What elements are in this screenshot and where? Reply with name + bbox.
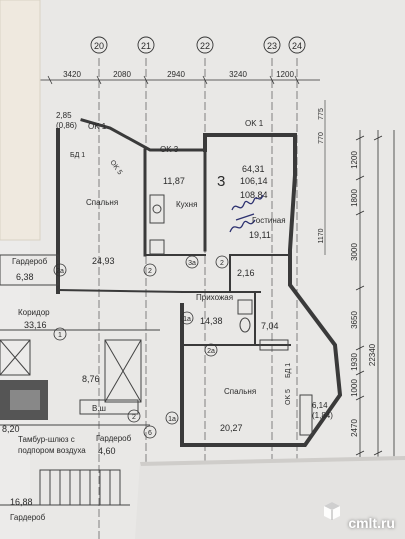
right-dimensions: 1200 1800 3000 3650 1930 1000 2470 22340: [350, 130, 395, 460]
window-ok3: OK 3: [160, 145, 179, 154]
marker-2-living: 2: [220, 260, 224, 267]
top-dimensions: 3420 2080 2940 3240 1200: [40, 70, 320, 85]
kitchen-area: 11,87: [163, 176, 185, 186]
hall-label: Прихожая: [196, 293, 233, 302]
dim-right-1: 1200: [350, 151, 359, 169]
marker-3a: 3а: [188, 260, 196, 267]
balcony-top-area: 2,85: [56, 111, 72, 120]
dim-small-1: 775: [318, 108, 325, 120]
dim-right-4: 3650: [350, 311, 359, 329]
axis-23: 23: [267, 41, 277, 51]
marker-2a-bedroom: 2а: [207, 348, 215, 355]
watermark-text: cmlt.ru: [348, 515, 395, 531]
dim-top-3: 2940: [167, 70, 185, 79]
balcony-top: 2,85 (0,86): [56, 111, 77, 130]
wardrobe-area: 6,38: [16, 272, 34, 282]
balcony-bottom-area: 6,14: [312, 401, 328, 410]
marker-2-kitchen: 2: [148, 268, 152, 275]
structure-lines: [0, 194, 313, 506]
dim-top-4: 3240: [229, 70, 247, 79]
dim-right-6: 1000: [350, 379, 359, 397]
axis-markers: 20 21 22 23 24: [90, 36, 306, 54]
dim-right-2: 1800: [350, 189, 359, 207]
vent-label: В.ш: [92, 404, 106, 413]
dim-small-2: 770: [318, 132, 325, 144]
apartment-area-living: 64,31: [242, 164, 265, 174]
watermark: [324, 502, 340, 520]
paper-overlay-left: [0, 0, 40, 240]
living-label: Гостиная: [252, 216, 286, 225]
marker-6: 6: [148, 430, 152, 437]
living-area: 19,11: [249, 230, 271, 240]
bedroom1-label: Спальня: [86, 198, 118, 207]
marker-2-lower: 2: [132, 414, 136, 421]
paper-overlay-bottom: [135, 456, 405, 539]
apartment-info: 3 64,31 106,14 108,84: [217, 164, 268, 200]
shaft-area: 8,76: [82, 374, 100, 384]
bath2-area: 7,04: [261, 321, 279, 331]
bedroom2-area: 20,27: [220, 423, 243, 433]
tambour-label-2: подпором воздуха: [18, 446, 86, 455]
wardrobe2-label: Гардероб: [96, 434, 132, 443]
dim-right-3: 3000: [350, 243, 359, 261]
handwritten-signature: [229, 194, 264, 233]
bedroom1-area: 24,93: [92, 256, 115, 266]
window-ok1-left: OK 1: [88, 122, 107, 131]
corridor-area: 33,16: [24, 320, 47, 330]
small-dimensions: 775 770 1170: [318, 100, 326, 255]
marker-labels: 2а 2 3а 2 1а 2а 1 1а 6 2: [56, 260, 224, 437]
dim-top-5: 1200: [276, 70, 294, 79]
apartment-area-with-balcony: 108,84: [240, 190, 268, 200]
wardrobe-label: Гардероб: [12, 257, 48, 266]
window-ok5-bottom: OK 5: [285, 389, 292, 405]
axis-22: 22: [200, 41, 210, 51]
wardrobe2-area: 4,60: [98, 446, 116, 456]
circled-markers: [53, 255, 229, 439]
hatched-area: [0, 380, 48, 420]
dim-small-3: 1170: [318, 228, 325, 243]
balcony-bottom: 6,14 (1,84): [312, 401, 333, 420]
dim-top-2: 2080: [113, 70, 131, 79]
balcony-top-area-coef: (0,86): [56, 121, 77, 130]
room-labels: 11,87 Кухня Гостиная 19,11 Спальня 24,93…: [2, 176, 286, 522]
apartment-number: 3: [217, 173, 225, 190]
marker-1a-lower: 1а: [168, 416, 176, 423]
dim-top-1: 3420: [63, 70, 81, 79]
marker-2a-left: 2а: [56, 268, 64, 275]
axis-24: 24: [292, 41, 302, 51]
marker-1: 1: [58, 332, 62, 339]
kitchen-label: Кухня: [176, 200, 197, 209]
balcony-bottom-area-coef: (1,84): [312, 411, 333, 420]
balcony-door-left: БД 1: [70, 152, 85, 159]
hall-area: 14,38: [200, 316, 223, 326]
dim-right-7: 2470: [350, 419, 359, 437]
tambour-area: 8,20: [2, 424, 20, 434]
axis-21: 21: [141, 41, 151, 51]
bottom-left-label: Гардероб: [10, 513, 46, 522]
apartment-walls: [56, 118, 343, 447]
window-ok1-right: OK 1: [245, 119, 264, 128]
bath1-area: 2,16: [237, 268, 255, 278]
corridor-label: Коридор: [18, 308, 50, 317]
apartment-area-total: 106,14: [240, 176, 268, 186]
bedroom2-label: Спальня: [224, 387, 256, 396]
balcony-door-bottom: БД 1: [285, 363, 292, 378]
tambour-label-1: Тамбур-шлюз с: [18, 435, 75, 444]
stair-area: 16,88: [10, 497, 33, 507]
plan-paper: [30, 0, 405, 539]
marker-1a: 1а: [183, 316, 191, 323]
axis-20: 20: [94, 41, 104, 51]
dim-right-5: 1930: [350, 353, 359, 371]
dim-right-total: 22340: [368, 343, 377, 366]
